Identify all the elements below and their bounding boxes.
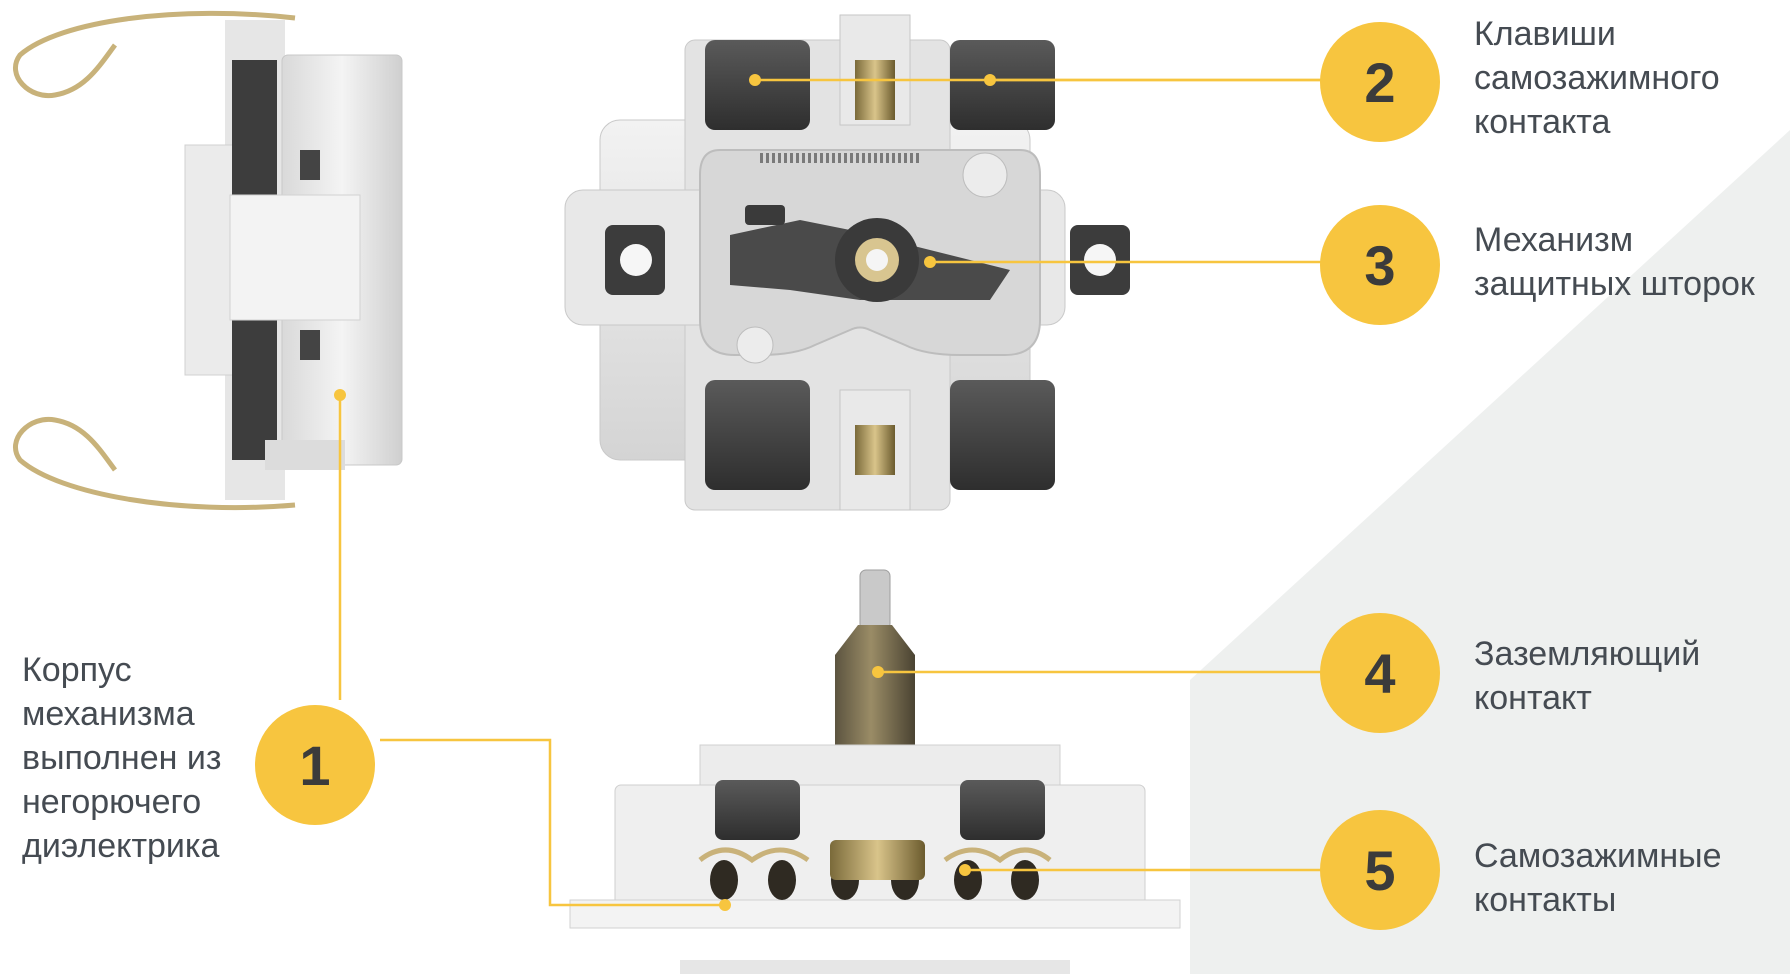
callout-4-badge: 4 — [1320, 613, 1440, 733]
callout-4-text: Заземляющий контакт — [1474, 635, 1701, 717]
callout-3-badge: 3 — [1320, 205, 1440, 325]
side-view-mechanism — [12, 10, 403, 511]
callout-2-badge: 2 — [1320, 22, 1440, 142]
callout-3-text: Механизм защитных шторок — [1474, 221, 1755, 303]
callout-1-text: Корпус механизма выполнен из негорючего … — [22, 651, 222, 865]
callout-5-text: Самозажимные контакты — [1474, 837, 1722, 919]
bottom-view-mechanism — [569, 569, 1181, 974]
leader-endpoints — [334, 74, 996, 911]
callout-1-badge: 1 — [255, 705, 375, 825]
callout-2-text: Клавиши самозажимного контакта — [1474, 15, 1720, 141]
leader-lines — [338, 78, 1330, 907]
callout-5-badge: 5 — [1320, 810, 1440, 930]
